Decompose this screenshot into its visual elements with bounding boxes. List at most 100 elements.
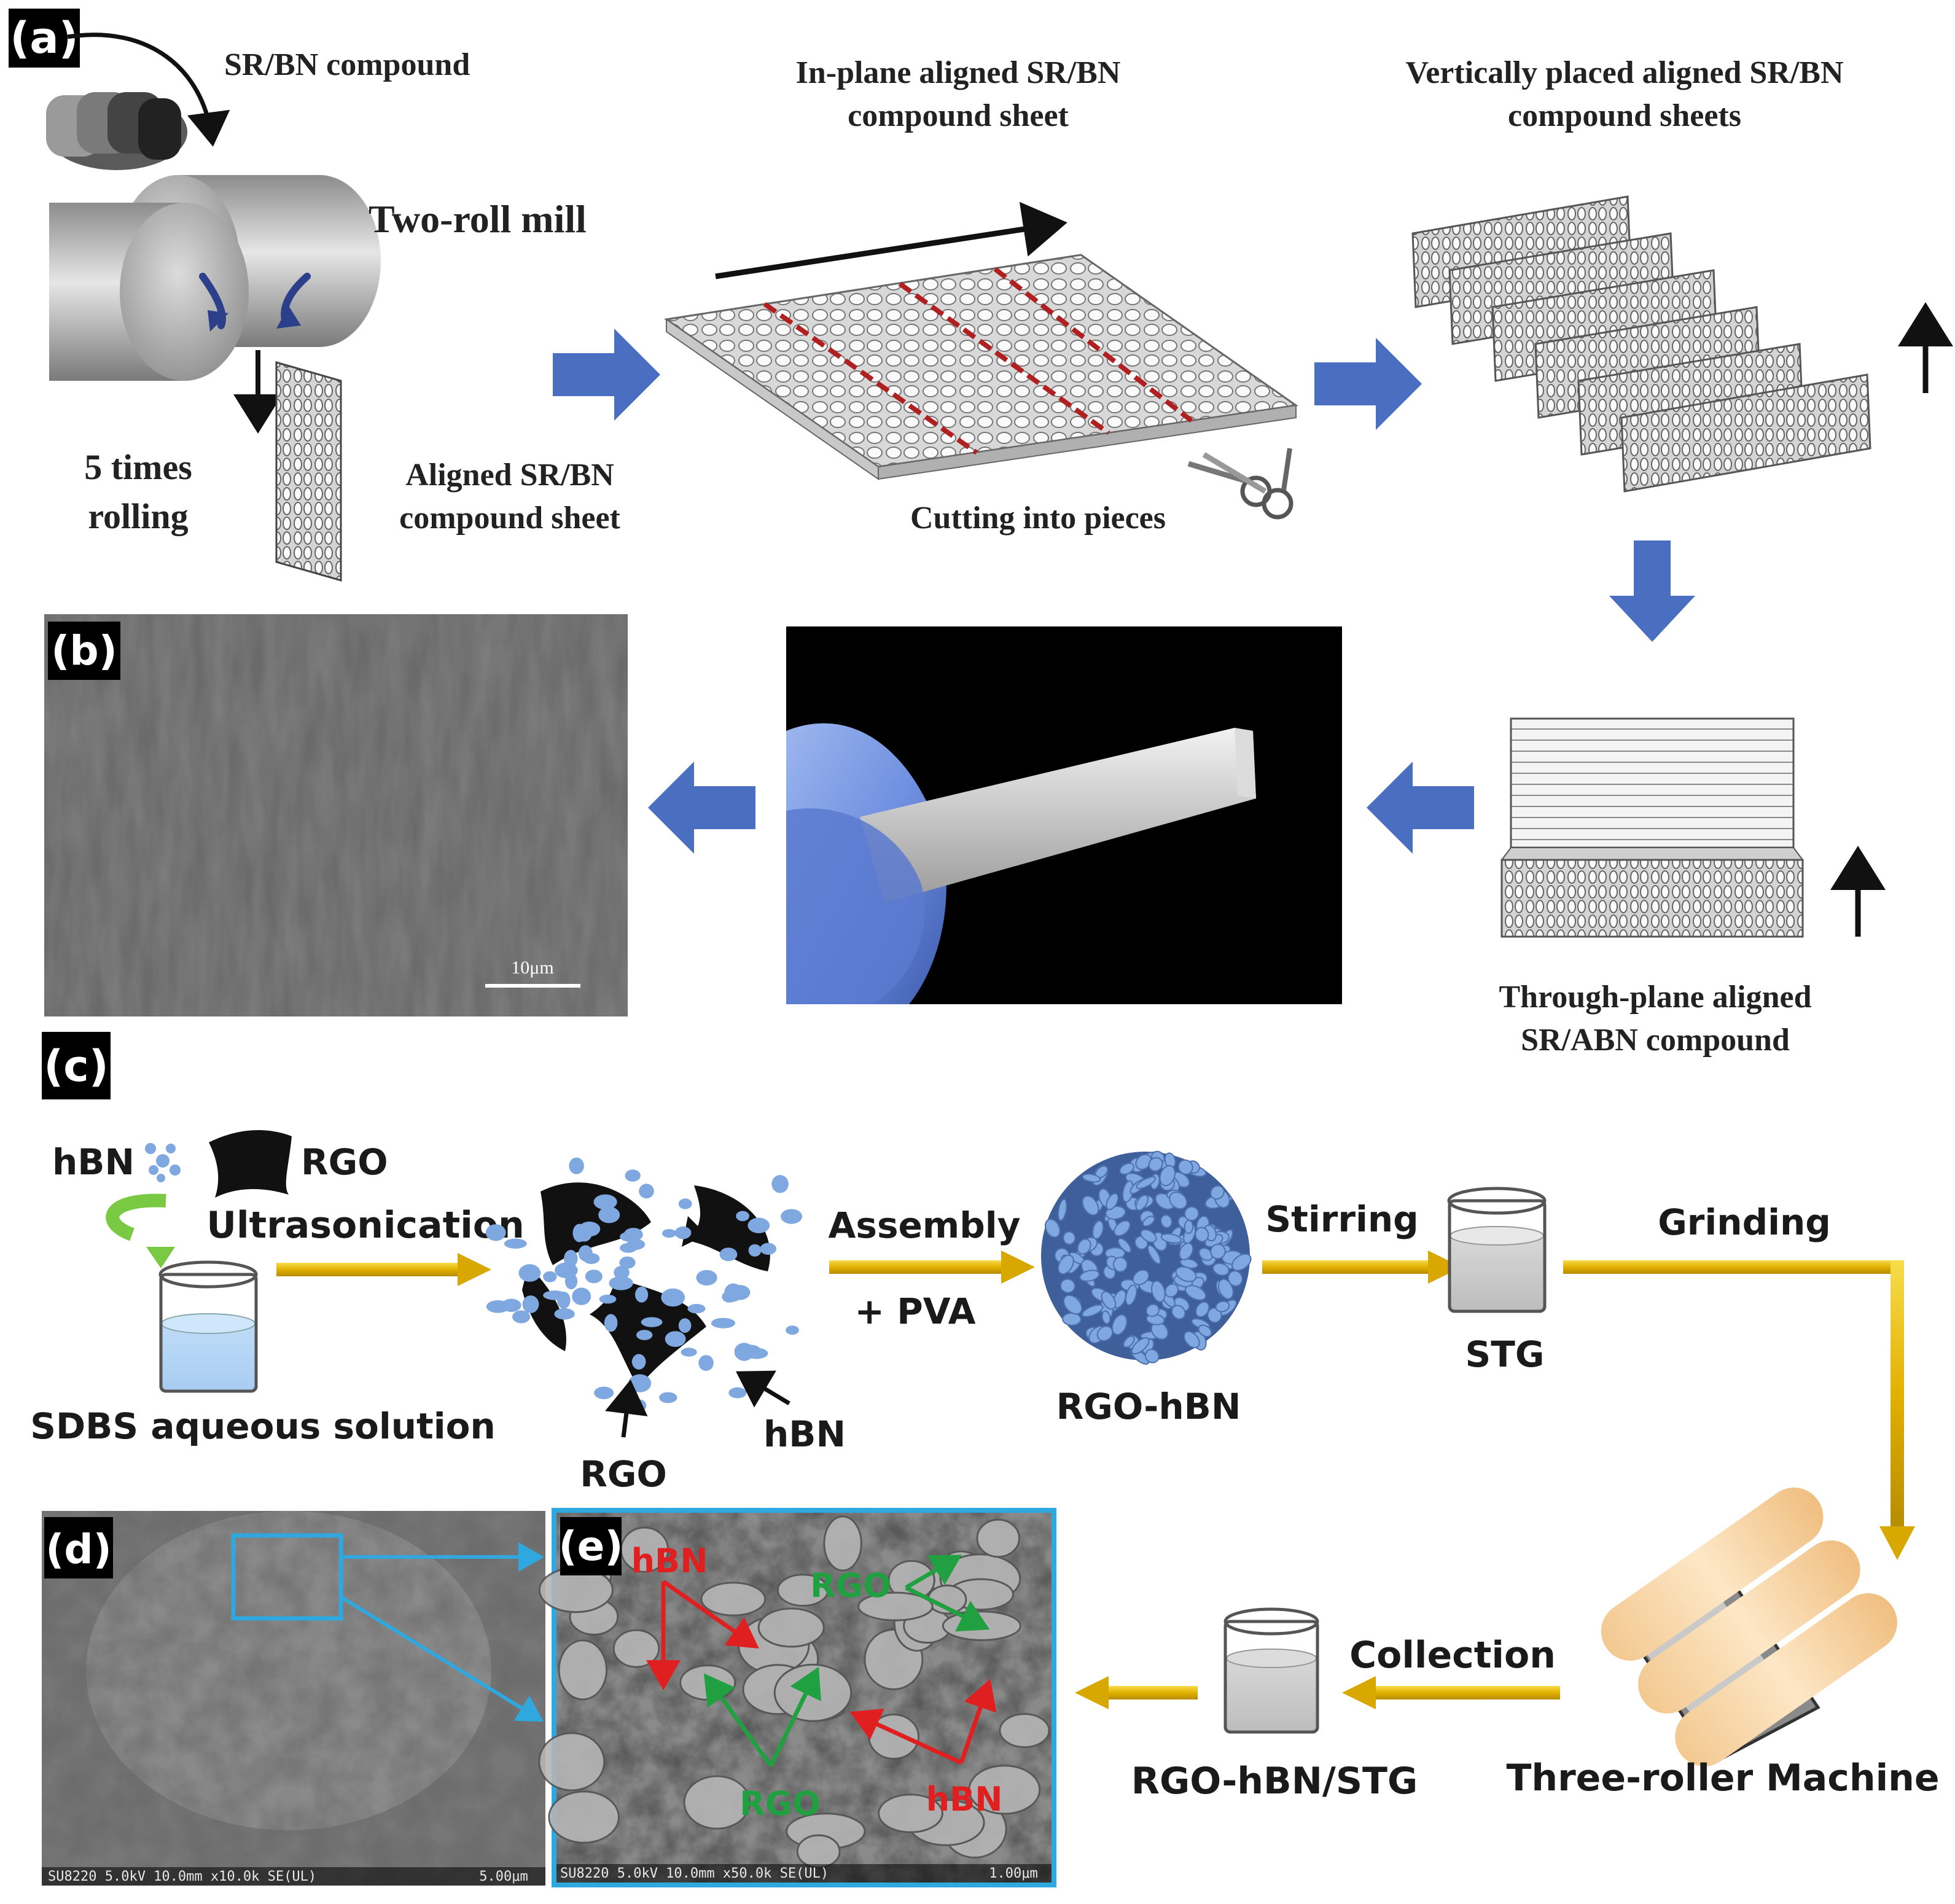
hbn-particle [518,1264,541,1282]
hbn-particle [1132,1269,1150,1286]
hbn-pointer-label: hBN [763,1413,846,1455]
hbn-flake [757,1607,825,1648]
cut-line [993,267,1193,423]
hbn-flake [773,1663,853,1722]
hbn-flake [796,1834,841,1869]
hbn-particle [486,1300,510,1313]
hbn-particle [1144,1348,1160,1364]
hbn-particle [1207,1307,1222,1324]
hbn-particle [522,1295,539,1314]
stg-label: STG [1465,1333,1545,1375]
stg-beaker-icon [1447,1187,1547,1313]
hbn-particle [1198,1324,1212,1338]
hbn-particle [666,1291,681,1300]
rgo-annotation-bottom: RGO [739,1784,821,1823]
hbn-particle [1184,1219,1194,1235]
hbn-particle [736,1211,749,1222]
hbn-particle [555,1262,578,1279]
panel-d-tag [44,1517,113,1578]
panel-c-tag [42,1032,111,1099]
hbn-particle [485,1224,506,1241]
process-arrow-3 [1609,540,1695,642]
hbn-particle [599,1294,617,1304]
hbn-particle [1081,1304,1104,1317]
rgo-annotation-top: RGO [810,1566,891,1605]
through-label-2: SR/ABN compound [1521,1023,1790,1058]
hbn-particle [631,1354,646,1370]
hbn-pointer [735,1370,790,1408]
two-roll-mill-icon [49,175,381,381]
hbn-particle [747,1217,770,1233]
hbn-arrow [849,1708,962,1765]
hbn-particle [512,1310,531,1324]
sample-photo [786,626,1342,1004]
hbn-particle [1142,1215,1155,1227]
hbn-particle [1096,1325,1114,1342]
compound-label: SR/BN compound [224,47,470,82]
hbn-particle [1195,1227,1209,1243]
aligned-sheet-label-1: Aligned SR/BN [405,458,614,493]
panel-c-label: (c) [44,1041,108,1091]
hbn-particle [572,1287,591,1305]
gold-arrow-4 [1563,1260,1915,1560]
hbn-particle [760,1243,776,1255]
hbn-particle [1184,1284,1207,1301]
hbn-particle [1101,1310,1111,1325]
add-arrow-head [146,1247,175,1268]
hbn-particle [636,1330,653,1340]
hbn-particle [1123,1335,1135,1348]
hbn-particle [1177,1159,1193,1175]
hbn-particle [620,1243,638,1253]
hbn-particle [786,1325,799,1335]
scissors-icon [1187,448,1294,520]
hbn-flake [558,1639,608,1701]
vertical-sheets-icon [1411,195,1871,493]
sem-texture [44,614,628,1016]
three-roller-label: Three-roller Machine [1506,1757,1939,1800]
hbn-particle [619,1256,636,1269]
hbn-particle [719,1247,738,1262]
rolling-label-1: 5 times [84,447,192,487]
hbn-particle [711,1317,736,1329]
hbn-particle [728,1387,747,1399]
hbn-particle [635,1286,649,1303]
gold-arrow-1 [276,1253,491,1286]
hbn-flake [868,1714,919,1760]
hbn-particle [598,1206,620,1223]
hbn-particle [748,1244,762,1257]
hbn-particle [698,1355,714,1371]
hbn-particle [1171,1305,1186,1320]
zoom-region-box [231,1533,343,1621]
hbn-particle [585,1270,603,1284]
panel-d: (d) SU8220 5.0kV 10.0mm x10.0k SE(UL) 5.… [42,1511,545,1886]
hbn-particle [1117,1238,1132,1253]
hbn-particle [1184,1206,1200,1222]
hbn-particle [1175,1266,1197,1282]
hbn-arrow [661,1580,759,1649]
hbn-annotation-bottom: hBN [926,1780,1003,1819]
panel-c: (c) hBN RGO SDBS aqueous solution Ultras… [30,1032,1940,1803]
hbn-flake [683,1775,751,1830]
process-arrow-4 [1367,762,1474,854]
hbn-particle [1044,1219,1061,1238]
hbn-particle [1063,1231,1076,1245]
hbn-flake [968,1765,1041,1815]
hbn-particle [1111,1314,1128,1335]
through-plane-block-icon [1500,717,1804,938]
hbn-particle [1059,1278,1076,1293]
sem-scale-e: 1.00μm [989,1866,1037,1881]
hbn-particle [609,1276,633,1290]
process-arrow-1 [553,329,660,421]
hbn-particle [1136,1176,1157,1190]
stirring-label: Stirring [1265,1198,1418,1240]
hbn-arrow [959,1679,997,1764]
rgo-hbn-label: RGO-hBN [1056,1386,1241,1427]
rgo-arrow [905,1585,990,1632]
sdbs-beaker-icon [158,1260,258,1393]
hbn-particle [1195,1301,1210,1318]
hbn-particle [781,1209,803,1224]
panel-a-label: (a) [10,13,78,63]
hbn-particle [1101,1290,1117,1310]
hbn-flake [700,1582,767,1617]
